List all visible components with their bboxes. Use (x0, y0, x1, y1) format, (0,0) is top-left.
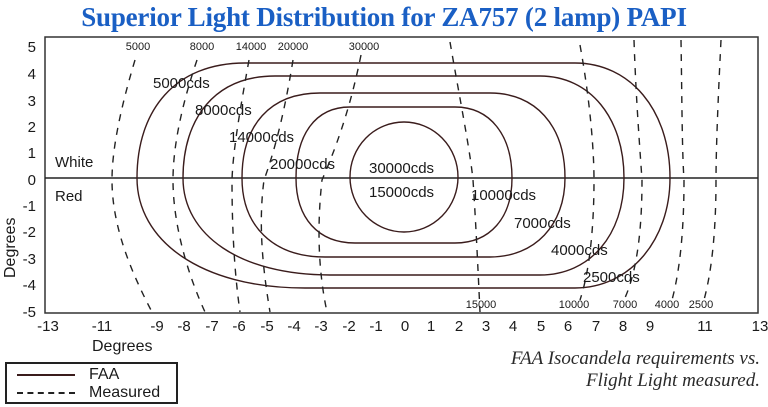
legend: FAA Measured (5, 362, 178, 404)
faa-contour-30000-15000 (349, 121, 459, 233)
x-axis-ticks: -13 -11 -9 -8 -7 -6 -5 -4 -3 -2 -1 0 1 2… (37, 318, 768, 335)
measured-curve-5000 (111, 59, 153, 313)
svg-text:4000cds: 4000cds (551, 242, 608, 259)
svg-text:5: 5 (28, 39, 36, 56)
svg-text:5000cds: 5000cds (153, 75, 210, 92)
svg-text:-5: -5 (260, 318, 273, 335)
svg-text:15000cds: 15000cds (369, 184, 434, 201)
legend-label-measured: Measured (89, 384, 161, 401)
svg-text:8000cds: 8000cds (195, 102, 252, 119)
svg-text:20000cds: 20000cds (270, 156, 335, 173)
svg-text:7: 7 (592, 318, 600, 335)
plot-frame (44, 36, 759, 314)
legend-item-measured: Measured (17, 384, 160, 402)
svg-text:-3: -3 (314, 318, 327, 335)
svg-text:3: 3 (28, 93, 36, 110)
svg-text:4: 4 (28, 66, 36, 83)
svg-text:-1: -1 (369, 318, 382, 335)
svg-text:7000cds: 7000cds (514, 215, 571, 232)
svg-text:6: 6 (564, 318, 572, 335)
svg-text:8: 8 (619, 318, 627, 335)
svg-text:8000: 8000 (190, 41, 214, 53)
measured-curve-7000 (623, 39, 643, 301)
svg-text:-2: -2 (342, 318, 355, 335)
svg-text:4000: 4000 (655, 299, 679, 311)
white-region-label: White (55, 154, 93, 171)
svg-text:3: 3 (482, 318, 490, 335)
faa-contour-8000-4000 (182, 75, 625, 276)
legend-item-faa: FAA (17, 366, 119, 384)
svg-text:0: 0 (401, 318, 409, 335)
caption-line-1: FAA Isocandela requirements vs. (510, 348, 760, 369)
svg-text:1: 1 (28, 145, 36, 162)
svg-text:13: 13 (752, 318, 768, 335)
svg-text:-4: -4 (287, 318, 300, 335)
y-axis-title: Degrees (2, 218, 19, 278)
svg-text:1: 1 (427, 318, 435, 335)
svg-text:20000: 20000 (278, 41, 309, 53)
chart-title: Superior Light Distribution for ZA757 (2… (81, 2, 687, 32)
svg-text:-1: -1 (23, 198, 36, 215)
svg-text:-2: -2 (23, 224, 36, 241)
measured-bottom-labels: 15000 10000 7000 4000 2500 (466, 299, 714, 311)
svg-text:5000: 5000 (126, 41, 150, 53)
faa-contour-labels: 5000cds 8000cds 14000cds 20000cds 30000c… (153, 75, 640, 286)
caption-line-2: Flight Light measured. (586, 370, 760, 391)
svg-text:-5: -5 (23, 304, 36, 321)
svg-text:-9: -9 (150, 318, 163, 335)
svg-text:10000: 10000 (559, 299, 590, 311)
svg-text:-3: -3 (23, 251, 36, 268)
faa-contour-20000-10000 (295, 106, 513, 244)
solid-line-icon (17, 374, 75, 376)
measured-curve-14000 (231, 59, 250, 313)
svg-text:14000cds: 14000cds (229, 129, 294, 146)
red-region-label: Red (55, 188, 83, 205)
svg-text:-7: -7 (205, 318, 218, 335)
measured-curve-4000 (671, 39, 685, 301)
chart-caption: FAA Isocandela requirements vs. Flight L… (511, 348, 760, 392)
svg-text:2500cds: 2500cds (583, 269, 640, 286)
dashed-line-icon (17, 392, 75, 394)
svg-text:30000: 30000 (349, 41, 380, 53)
svg-text:0: 0 (28, 172, 36, 189)
measured-curve-30000 (318, 54, 362, 313)
measured-top-labels: 5000 8000 14000 20000 30000 (126, 41, 380, 53)
svg-text:11: 11 (697, 318, 713, 335)
faa-contour-5000-2500 (136, 62, 671, 289)
svg-text:-8: -8 (177, 318, 190, 335)
x-axis-title: Degrees (92, 338, 152, 355)
measured-curve-10000 (579, 44, 595, 301)
svg-text:30000cds: 30000cds (369, 160, 434, 177)
svg-text:15000: 15000 (466, 299, 497, 311)
svg-text:-6: -6 (232, 318, 245, 335)
svg-text:2: 2 (28, 119, 36, 136)
svg-text:4: 4 (509, 318, 517, 335)
svg-text:2: 2 (455, 318, 463, 335)
svg-text:14000: 14000 (236, 41, 267, 53)
measured-curve-20000 (260, 59, 294, 313)
svg-text:-11: -11 (92, 318, 113, 335)
legend-label-faa: FAA (89, 366, 120, 383)
svg-text:-13: -13 (37, 318, 59, 335)
y-axis-ticks: 5 4 3 2 1 0 -1 -2 -3 -4 -5 (23, 39, 36, 321)
measured-curve-15000 (449, 41, 481, 313)
svg-text:5: 5 (537, 318, 545, 335)
svg-text:9: 9 (646, 318, 654, 335)
measured-curve-2500 (703, 39, 722, 301)
svg-text:2500: 2500 (689, 299, 713, 311)
svg-text:-4: -4 (23, 277, 36, 294)
svg-text:10000cds: 10000cds (471, 187, 536, 204)
svg-text:7000: 7000 (613, 299, 637, 311)
measured-curve-8000 (172, 59, 206, 313)
faa-contour-14000-7000 (241, 92, 566, 258)
measured-curves (111, 39, 722, 313)
faa-contours (136, 62, 671, 289)
